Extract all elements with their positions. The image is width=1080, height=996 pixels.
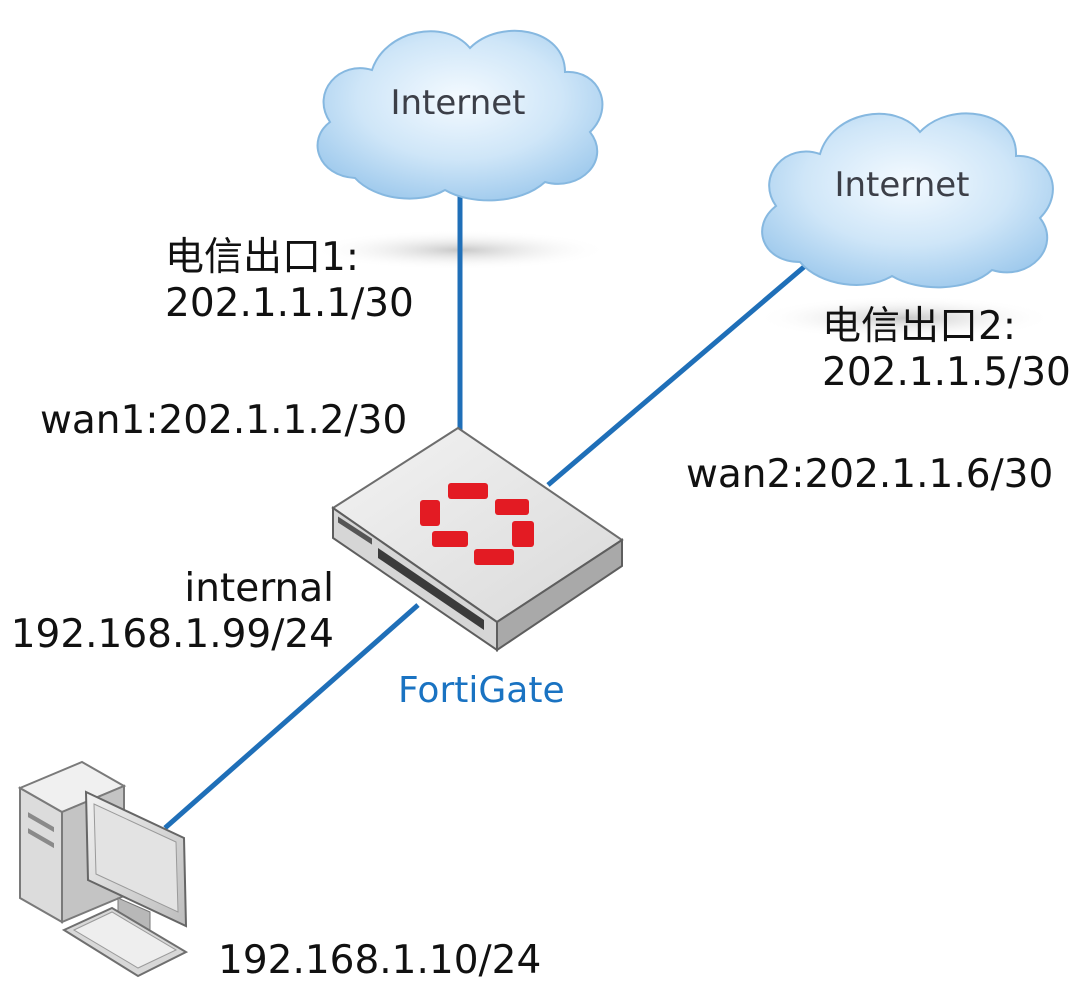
isp-2-ip: 202.1.1.5/30 (822, 350, 1071, 395)
isp-2-label-group: 电信出口2: 202.1.1.5/30 (822, 304, 1071, 396)
pc-drive-bay (28, 828, 54, 849)
desktop-computer-icon (17, 760, 189, 978)
internal-name: internal (184, 566, 334, 611)
isp-1-ip: 202.1.1.1/30 (165, 281, 414, 326)
pc-keyboard-keys (72, 911, 178, 969)
fortinet-logo-icon (420, 483, 534, 565)
cloud-icon: Internet (761, 112, 1054, 289)
cloud-2-shadow (755, 296, 1055, 340)
pc-monitor-screen (93, 803, 179, 913)
device-brand-plate (338, 516, 372, 545)
isp-1-label-group: 电信出口1: 202.1.1.1/30 (165, 235, 414, 327)
device-side-face (496, 538, 623, 652)
internal-ip: 192.168.1.99/24 (10, 612, 334, 657)
firewall-device-icon (331, 426, 624, 652)
isp-2-name: 电信出口2: (822, 304, 1016, 349)
cloud-icon: Internet (316, 29, 604, 202)
device-name-label: FortiGate (398, 670, 565, 711)
link-internal-line (163, 603, 420, 830)
cloud-2-label: Internet (834, 165, 969, 205)
device-port-strip (378, 548, 484, 630)
cloud-2-shape (761, 112, 1054, 289)
wan2-label: wan2:202.1.1.6/30 (686, 452, 1054, 497)
cloud-1-shape (316, 29, 604, 202)
cloud-1-label: Internet (390, 83, 525, 123)
pc-drive-bay (28, 812, 54, 833)
link-wan2-line (546, 253, 820, 487)
internal-label-group: internal 192.168.1.99/24 (4, 566, 334, 658)
isp-1-name: 电信出口1: (165, 235, 359, 280)
wan1-label: wan1:202.1.1.2/30 (40, 398, 408, 443)
pc-ip-label: 192.168.1.10/24 (218, 938, 542, 983)
